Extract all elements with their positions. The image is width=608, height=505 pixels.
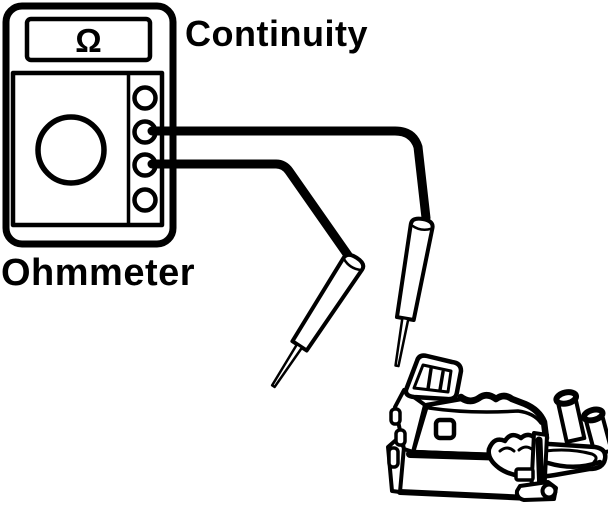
test-lead-wire-1 xyxy=(147,126,431,223)
terminal-4 xyxy=(132,187,158,213)
ohmmeter-device xyxy=(2,2,177,248)
probe-2-cap-line xyxy=(342,257,363,272)
probe-1-cap-line xyxy=(410,223,433,231)
probe-2 xyxy=(270,252,366,389)
terminal-1 xyxy=(132,85,158,111)
ohm-symbol: Ω xyxy=(75,22,102,59)
probe-1-tip xyxy=(394,316,410,368)
vacuum-port-2-rim xyxy=(580,406,606,424)
probe-1-body xyxy=(394,216,435,323)
probe-2-body xyxy=(290,252,366,353)
test-lead-wire-2 xyxy=(147,159,357,266)
valve-base-bottom-edge xyxy=(397,489,533,501)
continuity-label: Continuity xyxy=(185,13,368,54)
valve-body-inner-line xyxy=(427,406,543,425)
connector-tab-2 xyxy=(394,428,407,447)
valve-left-slot xyxy=(387,446,400,469)
port-bracket-detail-3 xyxy=(543,448,598,464)
port-bracket-detail-1 xyxy=(498,446,516,453)
ohmmeter-label: Ohmmeter xyxy=(1,252,196,294)
vacuum-port-2 xyxy=(580,406,608,457)
vacuum-port-1-rim xyxy=(553,389,580,407)
port-bracket-underside xyxy=(545,459,603,469)
bracket-bolt xyxy=(540,482,558,500)
ohmmeter-display-window xyxy=(24,16,153,63)
valve-assembly xyxy=(386,353,608,502)
socket-pin-1 xyxy=(426,367,433,391)
bracket-flange xyxy=(514,467,535,482)
connector-tab-1 xyxy=(389,407,402,426)
port-bracket-detail-2 xyxy=(517,445,535,452)
socket-pin-2 xyxy=(438,370,445,392)
probe-1 xyxy=(394,216,435,368)
valve-front-window xyxy=(433,417,457,441)
vacuum-port-1 xyxy=(553,389,587,444)
probe-2-tip xyxy=(270,342,304,389)
dial-knob xyxy=(35,114,107,186)
